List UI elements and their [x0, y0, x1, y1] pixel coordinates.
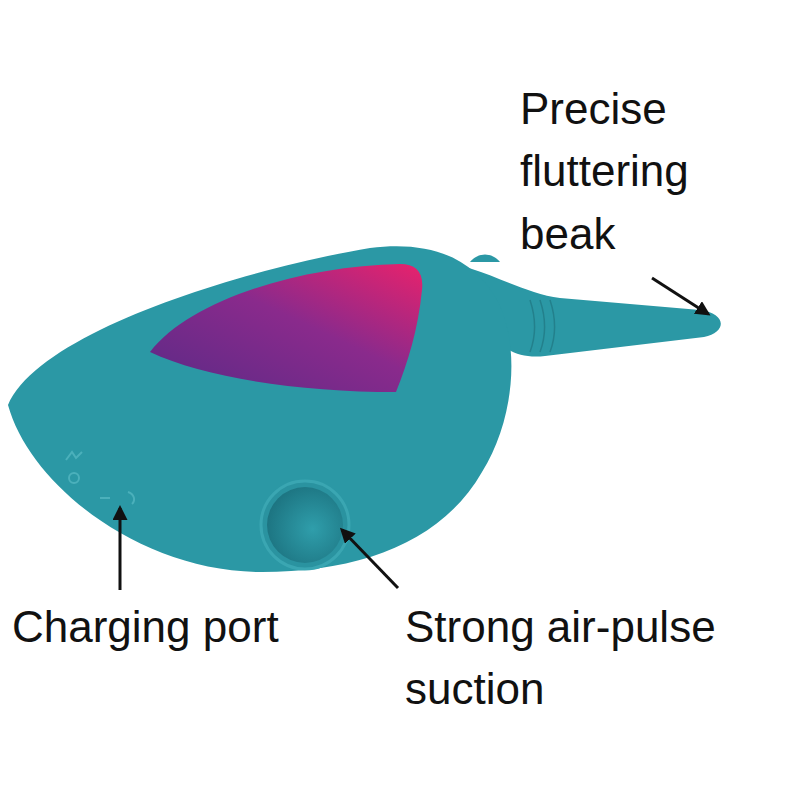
colored-window [150, 264, 422, 392]
body [8, 246, 511, 572]
part-label: Precise fluttering beak [520, 78, 689, 265]
part-label: Strong air-pulse suction [405, 596, 745, 721]
beak-ridges [530, 300, 555, 352]
leader-line [652, 278, 708, 314]
leader-line [119, 508, 122, 590]
top-nub [470, 255, 500, 263]
charging-port-marks [66, 452, 134, 504]
suction-opening-rim [261, 481, 349, 569]
part-label: Charging port [12, 596, 279, 658]
suction-opening [267, 487, 343, 563]
leader-line [342, 530, 398, 588]
